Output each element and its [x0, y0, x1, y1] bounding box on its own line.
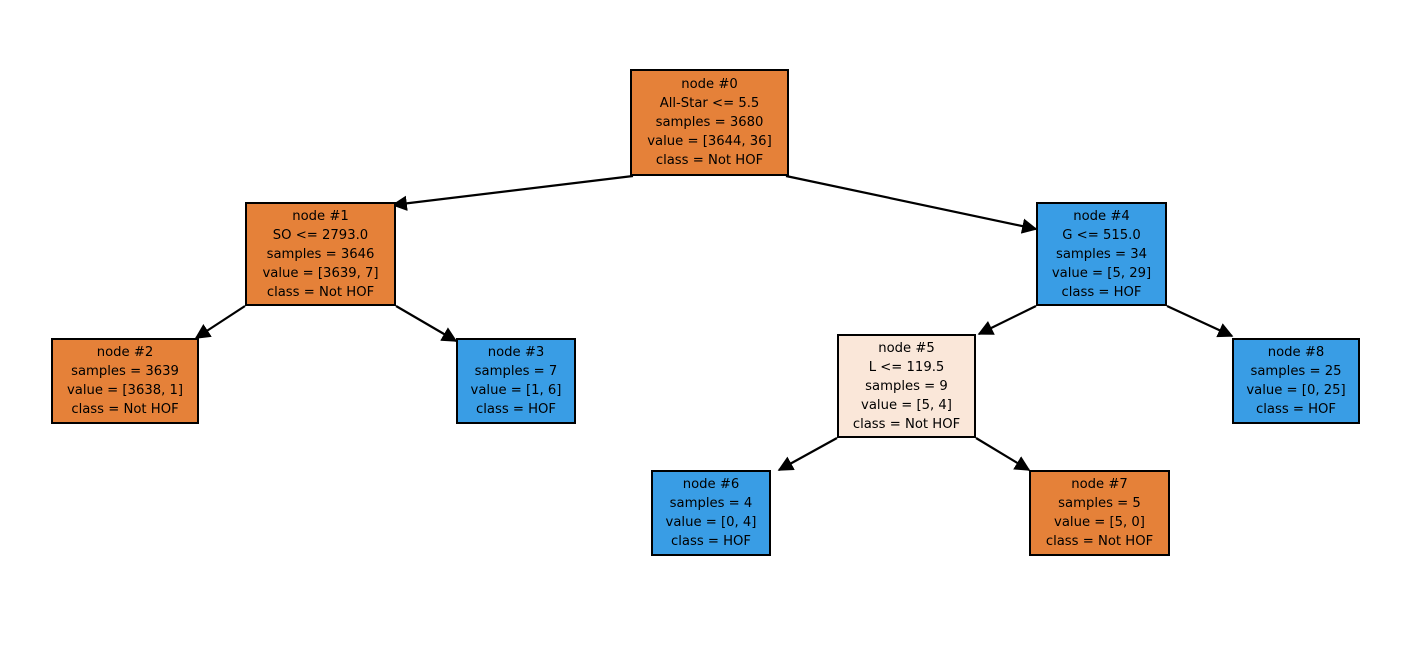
tree-edge [977, 305, 1037, 335]
node-class: class = Not HOF [71, 402, 179, 417]
node-title: node #6 [682, 477, 740, 492]
node-class: class = HOF [1061, 284, 1142, 300]
tree-node-node2[interactable]: node #2 samples = 3639 value = [3638, 1] cl… [51, 338, 199, 424]
node-class: class = Not HOF [266, 284, 375, 300]
node-title: node #0 [681, 77, 738, 92]
node-value: value = [0, 25] [1246, 383, 1346, 398]
node-class: class = Not HOF [852, 416, 961, 432]
node-samples: samples = 34 [1055, 246, 1148, 262]
node-class: class = Not HOF [655, 153, 764, 168]
node-title: node #8 [1267, 345, 1325, 360]
node-title: node #2 [96, 345, 154, 360]
tree-edge [975, 437, 1031, 471]
tree-node-node1[interactable]: node #1 SO <= 2793.0 samples = 3646 value =… [245, 202, 396, 306]
node-value: value = [5, 0] [1054, 515, 1145, 530]
tree-edge [1166, 305, 1234, 338]
node-samples: samples = 3639 [71, 364, 179, 379]
tree-node-node6[interactable]: node #6 samples = 4 value = [0, 4] class = … [651, 470, 771, 556]
node-condition: L <= 119.5 [868, 359, 945, 375]
tree-edge [395, 305, 458, 342]
node-samples: samples = 5 [1058, 496, 1141, 511]
node-value: value = [3644, 36] [647, 134, 772, 149]
node-value: value = [0, 4] [665, 515, 757, 530]
node-title: node #7 [1071, 477, 1128, 492]
node-title: node #5 [878, 340, 935, 356]
node-value: value = [3638, 1] [66, 383, 184, 398]
node-value: value = [5, 29] [1051, 265, 1152, 281]
tree-node-node3[interactable]: node #3 samples = 7 value = [1, 6] class = … [456, 338, 576, 424]
node-condition: SO <= 2793.0 [272, 227, 369, 243]
node-samples: samples = 3680 [655, 115, 764, 130]
node-samples: samples = 3646 [266, 246, 375, 262]
node-title: node #3 [487, 345, 545, 360]
tree-node-node0[interactable]: node #0 All-Star <= 5.5 samples = 3680 valu… [630, 69, 789, 176]
node-condition: G <= 515.0 [1062, 227, 1141, 243]
tree-edge [194, 305, 246, 339]
tree-node-node8[interactable]: node #8 samples = 25 value = [0, 25] class … [1232, 338, 1360, 424]
tree-edge [785, 174, 1038, 234]
node-samples: samples = 7 [474, 364, 558, 379]
node-samples: samples = 9 [865, 378, 948, 394]
tree-edge [391, 174, 634, 211]
node-samples: samples = 4 [669, 496, 753, 511]
node-class: class = HOF [475, 402, 557, 417]
node-title: node #1 [292, 208, 349, 224]
node-class: class = Not HOF [1045, 534, 1154, 549]
tree-node-node5[interactable]: node #5 L <= 119.5 samples = 9 value = [5, … [837, 334, 976, 438]
node-class: class = HOF [670, 534, 752, 549]
node-class: class = HOF [1255, 402, 1337, 417]
node-samples: samples = 25 [1250, 364, 1342, 379]
node-value: value = [1, 6] [470, 383, 562, 398]
node-condition: All-Star <= 5.5 [659, 96, 760, 111]
tree-node-node7[interactable]: node #7 samples = 5 value = [5, 0] class = … [1029, 470, 1170, 556]
node-title: node #4 [1073, 208, 1130, 224]
tree-edge [777, 437, 838, 471]
tree-node-node4[interactable]: node #4 G <= 515.0 samples = 34 value = [5,… [1036, 202, 1167, 306]
node-value: value = [3639, 7] [262, 265, 379, 281]
node-value: value = [5, 4] [861, 397, 952, 413]
